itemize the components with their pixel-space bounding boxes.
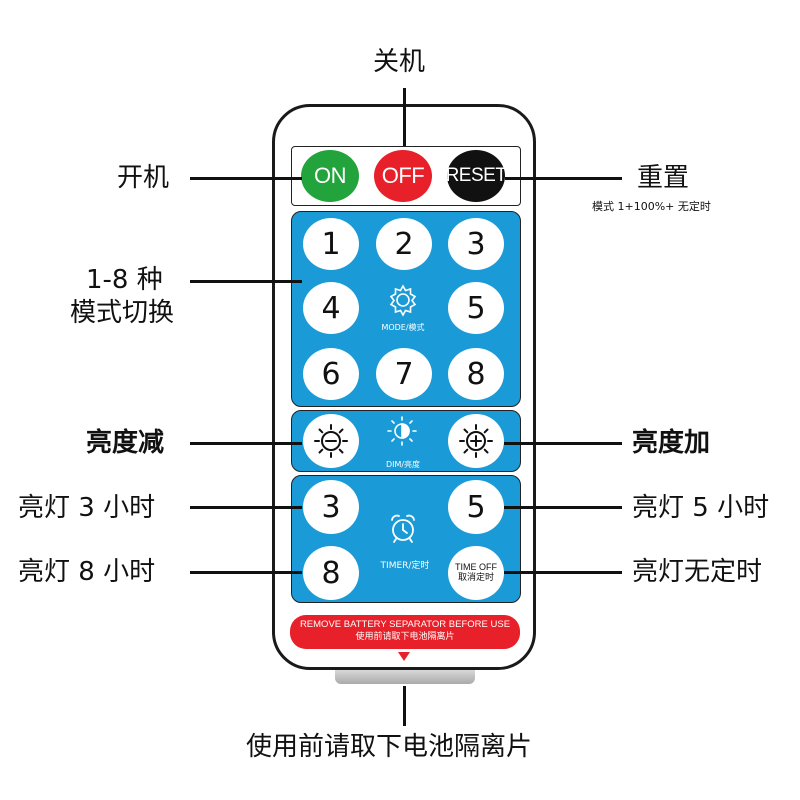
timer-3-button[interactable]: 3 [303, 480, 359, 534]
label-reset: 重置 [637, 163, 690, 193]
timer-8-button[interactable]: 8 [303, 546, 359, 600]
time-off-cn: 取消定时 [457, 573, 494, 583]
reset-button[interactable]: RESET [446, 150, 507, 202]
time-off-button[interactable]: TIME OFF 取消定时 [448, 546, 504, 600]
battery-separator-tab[interactable] [335, 670, 475, 684]
brightness-up-icon [459, 424, 493, 458]
battery-warning: REMOVE BATTERY SEPARATOR BEFORE USE 使用前请… [290, 615, 520, 649]
mode-1-button[interactable]: 1 [303, 218, 359, 270]
brightness-down-icon [314, 424, 348, 458]
label-bottom: 使用前请取下电池隔离片 [246, 732, 533, 762]
label-off: 关机 [373, 47, 426, 77]
callout-bottom-line [403, 686, 406, 726]
callout-timeroff-line [504, 571, 622, 574]
label-dim-up: 亮度加 [632, 428, 711, 458]
callout-on-line [190, 177, 302, 180]
mode-caption: MODE/模式 [381, 323, 425, 332]
mode-2-button[interactable]: 2 [376, 218, 432, 270]
mode-3-button[interactable]: 3 [448, 218, 504, 270]
callout-dim-up-line [504, 442, 622, 445]
time-off-en: TIME OFF [455, 562, 497, 572]
timer-5-button[interactable]: 5 [448, 480, 504, 534]
label-timer3: 亮灯 3 小时 [18, 493, 156, 523]
label-timer8: 亮灯 8 小时 [18, 557, 156, 587]
dim-up-button[interactable] [448, 414, 504, 468]
label-reset-sub: 模式 1+100%+ 无定时 [592, 200, 711, 213]
off-button[interactable]: OFF [374, 150, 432, 202]
callout-off-line [403, 88, 406, 146]
callout-reset-line [505, 177, 622, 180]
label-dim-down: 亮度减 [86, 428, 165, 458]
callout-modes-line [190, 280, 302, 283]
alarm-clock-icon [391, 514, 415, 543]
timer-caption: TIMER/定时 [380, 561, 430, 571]
mode-5-button[interactable]: 5 [448, 282, 504, 334]
dim-down-button[interactable] [303, 414, 359, 468]
label-on: 开机 [117, 163, 170, 193]
callout-timer5-line [504, 506, 622, 509]
label-modes-1: 1-8 种 [86, 265, 163, 295]
callout-timer8-line [190, 571, 302, 574]
label-timeroff: 亮灯无定时 [632, 557, 763, 587]
gear-icon [389, 284, 417, 317]
label-timer5: 亮灯 5 小时 [632, 493, 770, 523]
mode-8-button[interactable]: 8 [448, 348, 504, 400]
callout-dim-down-line [190, 442, 302, 445]
brightness-icon [387, 416, 417, 446]
on-button[interactable]: ON [301, 150, 359, 202]
pull-arrow-icon [398, 652, 410, 661]
warning-en: REMOVE BATTERY SEPARATOR BEFORE USE [299, 619, 511, 630]
mode-6-button[interactable]: 6 [303, 348, 359, 400]
mode-4-button[interactable]: 4 [303, 282, 359, 334]
callout-timer3-line [190, 506, 302, 509]
mode-7-button[interactable]: 7 [376, 348, 432, 400]
label-modes-2: 模式切换 [70, 298, 175, 328]
warning-cn: 使用前请取下电池隔离片 [355, 632, 455, 642]
dim-caption: DIM/亮度 [385, 460, 421, 469]
